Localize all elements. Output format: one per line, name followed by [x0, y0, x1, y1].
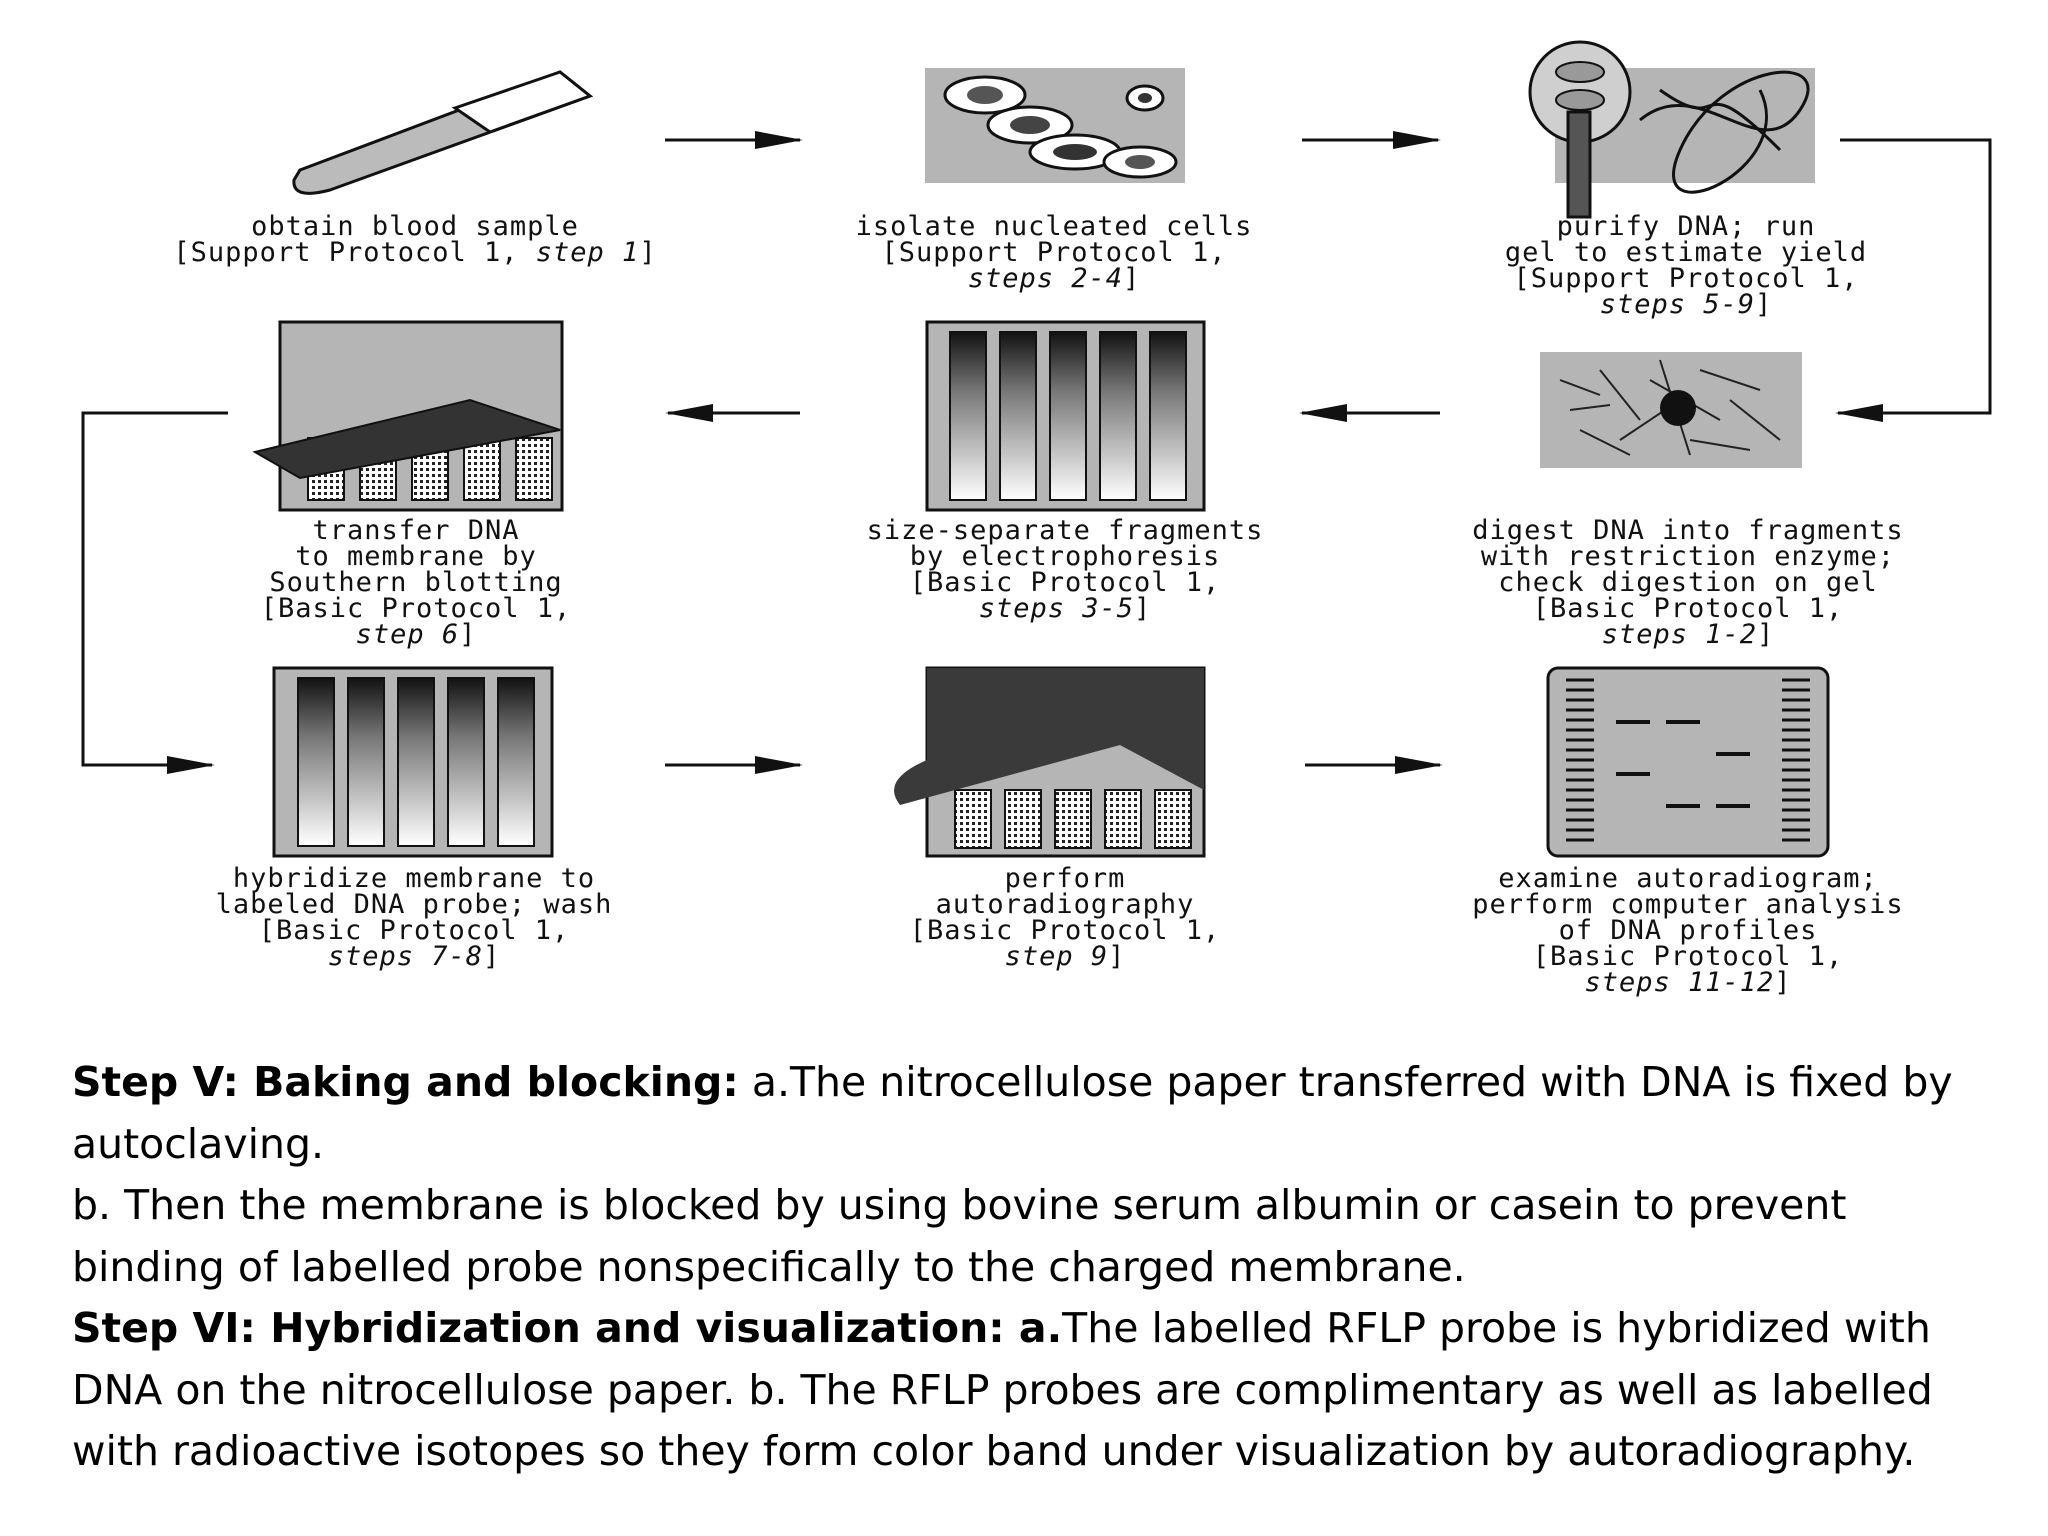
caption-ref-text: [Support Protocol 1,: [1513, 263, 1859, 294]
caption-line: purify DNA; run: [1556, 211, 1816, 242]
caption-line: autoradiography: [935, 889, 1195, 920]
caption-line: labeled DNA probe; wash: [215, 889, 613, 920]
caption-line: size-separate fragments: [866, 515, 1264, 546]
caption-isolate-cells: isolate nucleated cells [Support Protoco…: [744, 211, 1364, 294]
caption-ref-close: ]: [483, 941, 501, 972]
caption-line: with restriction enzyme;: [1480, 541, 1896, 572]
flow-arrows: [81, 131, 1992, 774]
caption-autoradiography: perform autoradiography [Basic Protocol …: [755, 863, 1375, 972]
caption-line: obtain blood sample: [251, 211, 579, 242]
step6-body: The labelled RFLP probe is hybridized wi…: [72, 1304, 1933, 1475]
caption-ref-steps: step 6: [355, 619, 460, 650]
caption-ref-close: ]: [1134, 593, 1152, 624]
caption-ref: step 6]: [106, 619, 726, 650]
caption-line: by electrophoresis: [909, 541, 1221, 572]
digested-dna-icon: [1540, 352, 1802, 468]
caption-purify-dna: purify DNA; run gel to estimate yield [S…: [1376, 211, 1996, 320]
caption-hybridize: hybridize membrane to labeled DNA probe;…: [104, 863, 724, 972]
caption-ref-close: ]: [1755, 289, 1773, 320]
caption-ref-text: [Basic Protocol 1,: [909, 567, 1221, 598]
caption-line: check digestion on gel: [1498, 567, 1878, 598]
caption-ref-close: ]: [639, 237, 657, 268]
caption-digest-dna: digest DNA into fragments with restricti…: [1378, 515, 1998, 650]
caption-examine: examine autoradiogram; perform computer …: [1378, 863, 1998, 998]
caption-ref-close: ]: [459, 619, 477, 650]
caption-line: perform computer analysis: [1472, 889, 1904, 920]
caption-ref-text: [Support Protocol 1,: [173, 237, 519, 268]
autoradiography-icon: [894, 666, 1206, 858]
southern-blot-icon: [252, 320, 564, 512]
caption-ref: steps 1-2]: [1378, 619, 1998, 650]
caption-ref: [Support Protocol 1, step 1]: [105, 237, 725, 268]
caption-ref-steps: step 9: [1004, 941, 1109, 972]
caption-ref: steps 11-12]: [1378, 967, 1998, 998]
caption-ref-text: [Support Protocol 1,: [881, 237, 1227, 268]
caption-ref: steps 7-8]: [104, 941, 724, 972]
caption-line: gel to estimate yield: [1504, 237, 1868, 268]
diagram-graphics: [81, 40, 1992, 858]
caption-line: hybridize membrane to: [232, 863, 596, 894]
caption-line: digest DNA into fragments: [1472, 515, 1904, 546]
caption-ref-text: [Basic Protocol 1,: [1532, 593, 1844, 624]
caption-ref-steps: steps 1-2: [1601, 619, 1758, 650]
step6-heading: Step VI: Hybridization and visualization…: [72, 1304, 1063, 1352]
arrow-3-to-4: [1835, 138, 1992, 422]
caption-line: isolate nucleated cells: [855, 211, 1253, 242]
caption-ref-close: ]: [1108, 941, 1126, 972]
hybridized-membrane-icon: [272, 666, 554, 858]
autoradiogram-icon: [1546, 666, 1830, 858]
caption-ref-steps: steps 7-8: [327, 941, 484, 972]
step5-paragraph: Step V: Baking and blocking: a.The nitro…: [72, 1052, 1992, 1175]
caption-ref-close: ]: [1123, 263, 1141, 294]
step6-paragraph: Step VI: Hybridization and visualization…: [72, 1298, 1992, 1483]
caption-ref: step 9]: [755, 941, 1375, 972]
caption-ref-text: [Basic Protocol 1,: [260, 593, 572, 624]
caption-size-separate: size-separate fragments by electrophores…: [755, 515, 1375, 624]
rflp-flow-diagram: obtain blood sample [Support Protocol 1,…: [81, 40, 1998, 998]
caption-transfer-dna: transfer DNA to membrane by Southern blo…: [106, 515, 726, 650]
caption-ref-close: ]: [1757, 619, 1775, 650]
step5-a: a.The nitrocellulose paper transferred w…: [72, 1058, 1953, 1168]
caption-ref-close: ]: [1774, 967, 1792, 998]
caption-ref-steps: steps 2-4: [967, 263, 1124, 294]
step5-heading: Step V: Baking and blocking:: [72, 1058, 739, 1106]
caption-line: to membrane by: [295, 541, 537, 572]
caption-ref-steps: steps 5-9: [1599, 289, 1756, 320]
caption-ref-steps: steps 11-12: [1584, 967, 1775, 998]
caption-line: Southern blotting: [269, 567, 563, 598]
caption-line: examine autoradiogram;: [1498, 863, 1878, 894]
caption-ref-text: [Basic Protocol 1,: [258, 915, 570, 946]
caption-obtain-blood: obtain blood sample [Support Protocol 1,…: [105, 211, 725, 268]
caption-line: of DNA profiles: [1558, 915, 1818, 946]
caption-ref-steps: steps 3-5: [978, 593, 1135, 624]
dna-gel-icon: [1528, 40, 1815, 219]
nucleated-cells-icon: [925, 68, 1185, 183]
caption-ref-text: [Basic Protocol 1,: [909, 915, 1221, 946]
caption-ref-steps: step 1: [535, 237, 640, 268]
caption-ref: steps 2-4]: [744, 263, 1364, 294]
electrophoresis-gel-icon: [925, 320, 1206, 512]
caption-line: perform: [1004, 863, 1126, 894]
caption-ref: steps 5-9]: [1376, 289, 1996, 320]
step5-b: b. Then the membrane is blocked by using…: [72, 1181, 1847, 1291]
caption-ref: steps 3-5]: [755, 593, 1375, 624]
blood-tube-icon: [292, 70, 594, 195]
caption-ref-text: [Basic Protocol 1,: [1532, 941, 1844, 972]
arrow-6-to-7: [81, 411, 228, 774]
caption-line: transfer DNA: [312, 515, 520, 546]
explanation-text: Step V: Baking and blocking: a.The nitro…: [72, 1052, 1992, 1483]
